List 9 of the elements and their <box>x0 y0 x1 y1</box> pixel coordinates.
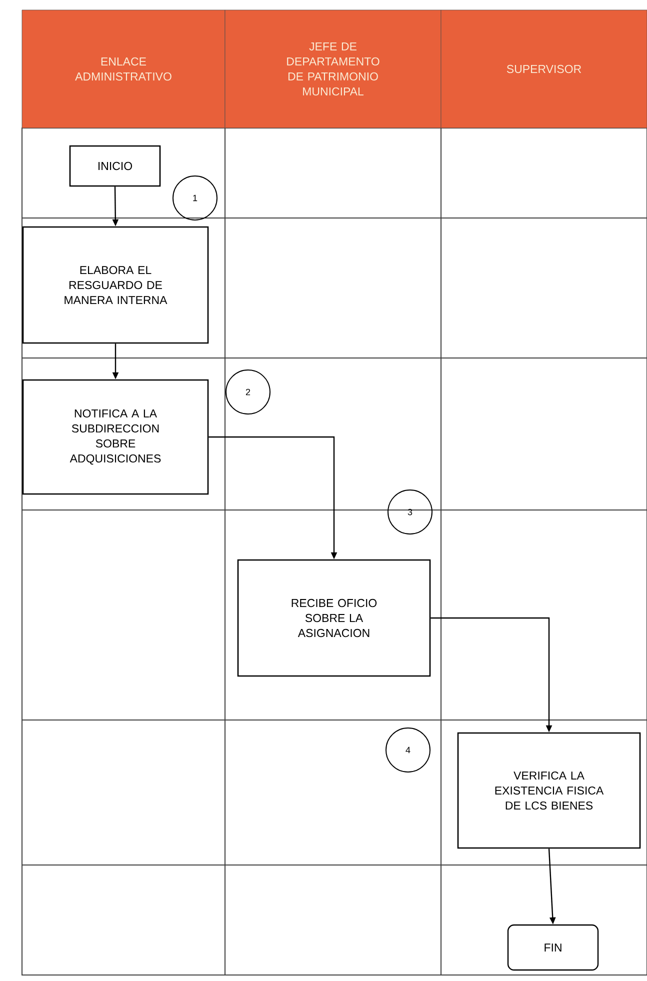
lane-header: JEFE DE DEPARTAMENTO DE PATRIMONIO MUNICIPAL <box>224 10 442 128</box>
process-box: NOTIFICA A LA SUBDIRECCION SOBRE ADQUISICIONES <box>22 379 209 495</box>
process-box: RECIBE OFICIO SOBRE LA ASIGNACION <box>237 559 431 677</box>
lane-header: SUPERVISOR <box>440 10 647 128</box>
process-box: VERIFICA LA EXISTENCIA FISICA DE LCS BIENES <box>457 732 641 849</box>
end-box: FIN <box>507 924 599 971</box>
process-box: ELABORA EL RESGUARDO DE MANERA INTERNA <box>22 226 209 344</box>
lane-header: ENLACE ADMINISTRATIVO <box>22 10 226 128</box>
start-box: INICIO <box>69 145 161 187</box>
